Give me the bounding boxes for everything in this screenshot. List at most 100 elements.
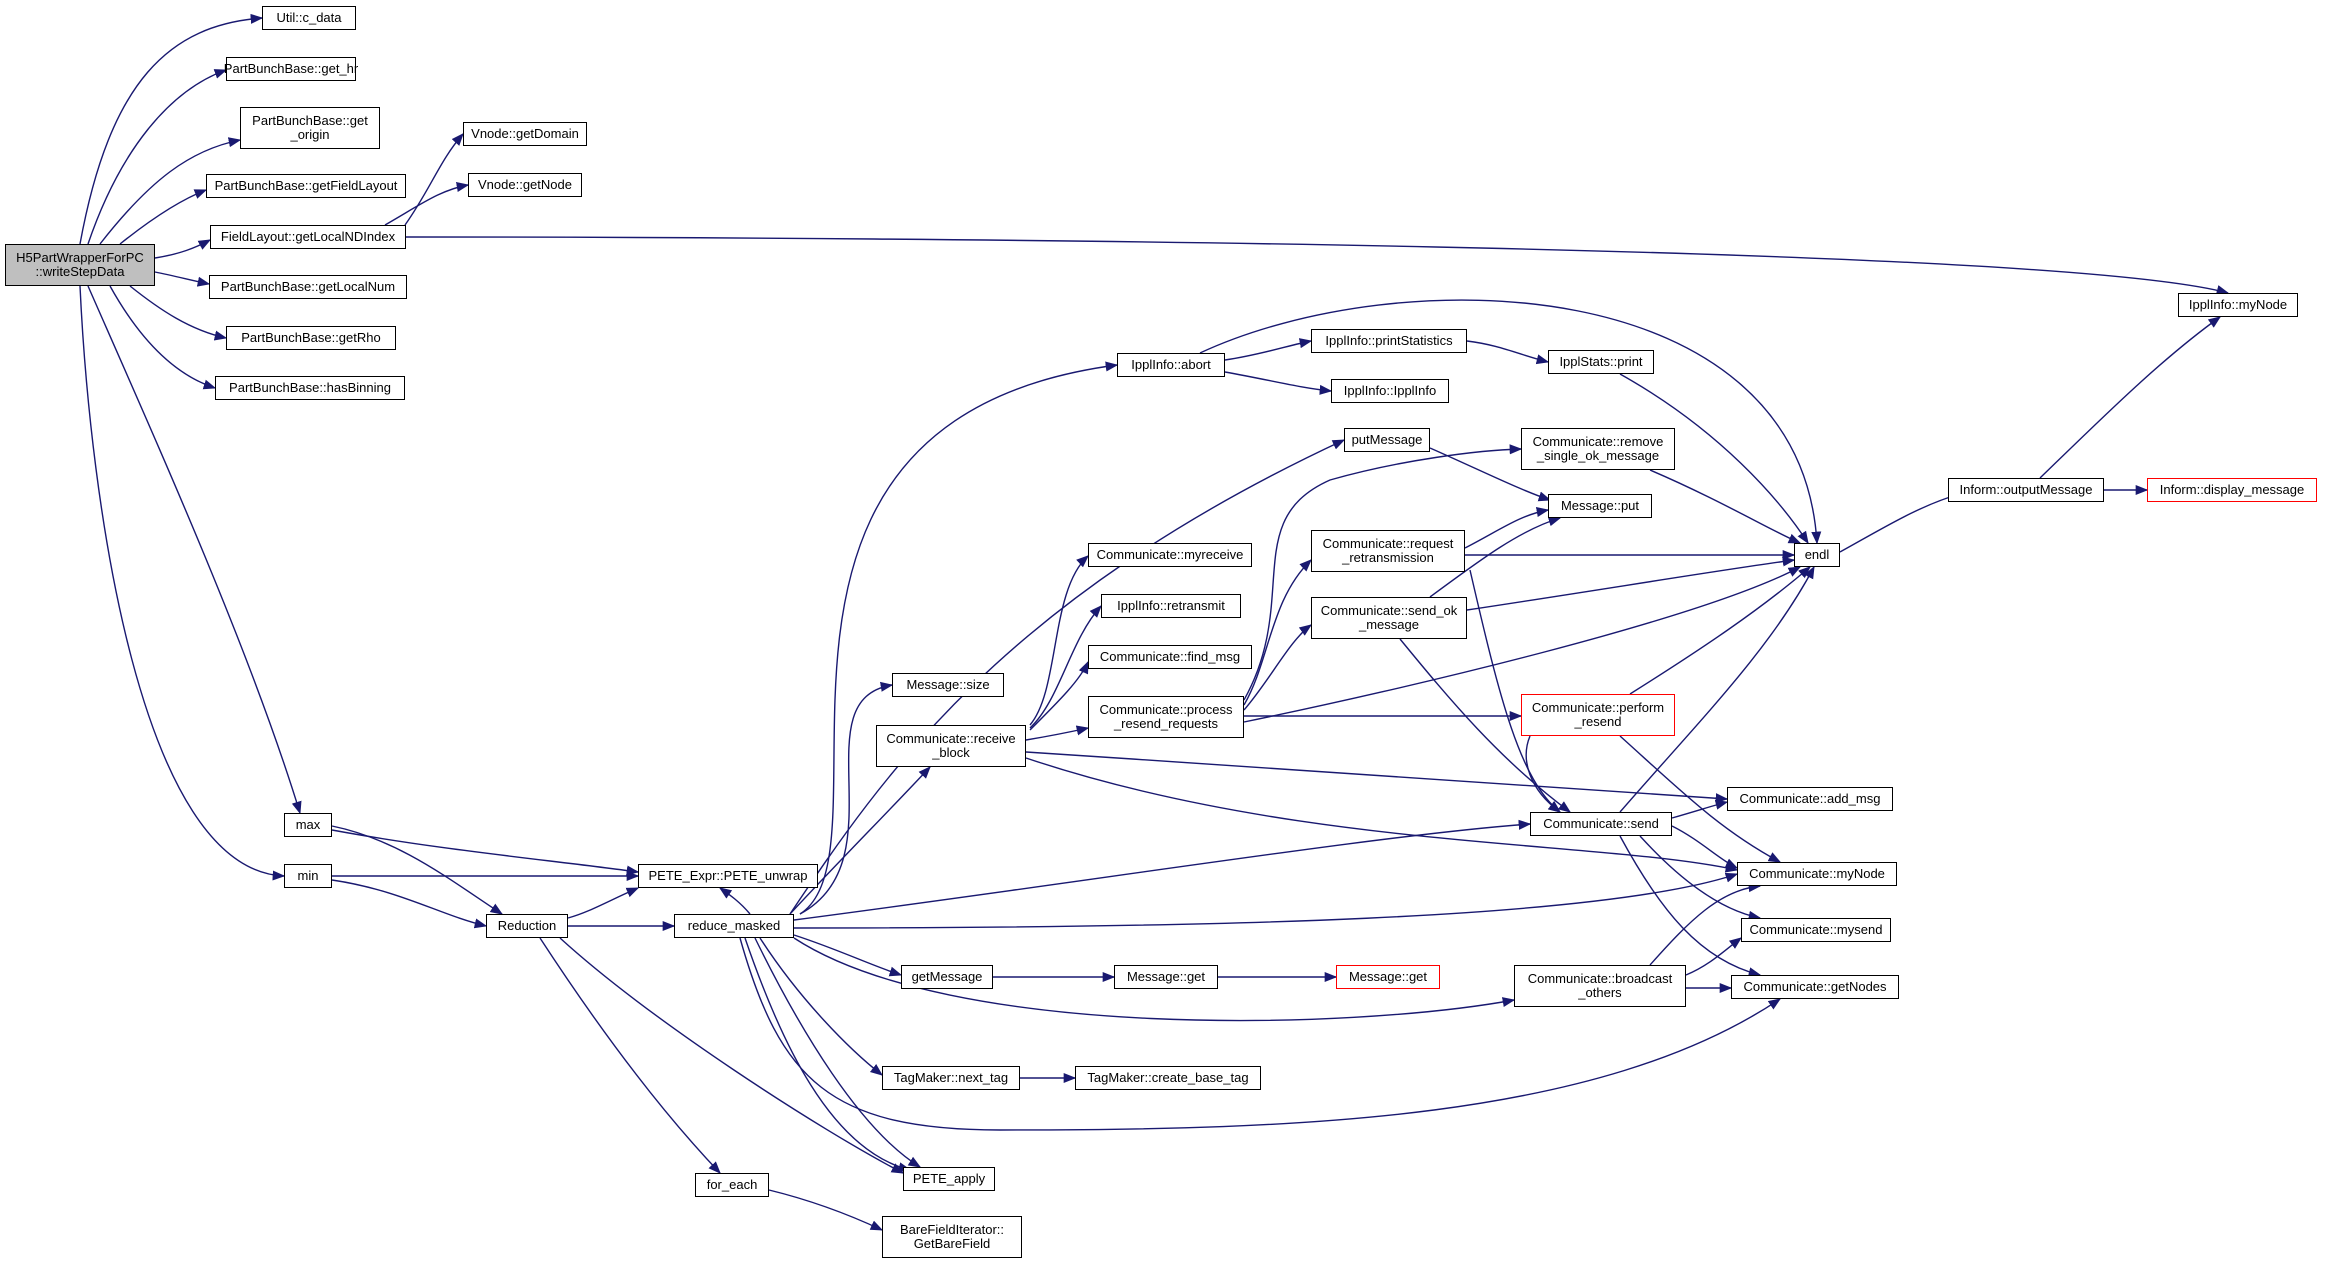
node-send[interactable]: Communicate::send	[1530, 812, 1672, 836]
node-peteapply[interactable]: PETE_apply	[903, 1167, 995, 1191]
node-tagnext[interactable]: TagMaker::next_tag	[882, 1066, 1020, 1090]
node-reducemasked[interactable]: reduce_masked	[674, 914, 794, 938]
node-retransmit[interactable]: IpplInfo::retransmit	[1101, 594, 1241, 618]
node-getnodes[interactable]: Communicate::getNodes	[1731, 975, 1899, 999]
edge-recvblock-to-myreceive	[1029, 555, 1089, 726]
node-msgput[interactable]: Message::put	[1548, 494, 1652, 518]
edge-abort-to-endl	[1199, 299, 1822, 545]
node-max[interactable]: max	[284, 813, 332, 837]
node-processresend[interactable]: Communicate::process _resend_requests	[1088, 696, 1244, 738]
edge-send-to-getnodes	[1619, 835, 1762, 978]
edge-reducemasked-to-getnodes	[739, 937, 1782, 1131]
node-getnode[interactable]: Vnode::getNode	[468, 173, 582, 197]
edge-reducemasked-to-recvblock	[789, 766, 931, 915]
edge-root-to-getorigin	[99, 137, 242, 245]
node-imynode[interactable]: IpplInfo::myNode	[2178, 293, 2298, 317]
node-removesingle[interactable]: Communicate::remove _single_ok_message	[1521, 428, 1675, 470]
edge-reduction-to-foreach	[539, 937, 721, 1174]
node-foreach[interactable]: for_each	[695, 1173, 769, 1197]
node-mysend[interactable]: Communicate::mysend	[1741, 918, 1891, 942]
node-ipplstatsprint[interactable]: IpplStats::print	[1548, 350, 1654, 374]
edge-min-to-reduction	[331, 879, 488, 929]
edge-printstats-to-ipplstatsprint	[1466, 340, 1550, 365]
edge-root-to-getrho	[129, 285, 228, 341]
edge-performresend-to-send	[1525, 735, 1562, 813]
edge-getlocalnd-to-getdomain	[404, 133, 464, 226]
node-getdomain[interactable]: Vnode::getDomain	[463, 122, 587, 146]
node-recvblock[interactable]: Communicate::receive _block	[876, 725, 1026, 767]
node-addmsg[interactable]: Communicate::add_msg	[1727, 787, 1893, 811]
edge-processresend-to-sendok	[1243, 624, 1313, 711]
node-dispmsg[interactable]: Inform::display_message	[2147, 478, 2317, 502]
edge-recvblock-to-cmynode	[1025, 757, 1739, 873]
node-abort[interactable]: IpplInfo::abort	[1117, 353, 1225, 377]
edge-reducemasked-to-bcast	[793, 937, 1516, 1022]
node-msgget2[interactable]: Message::get	[1336, 965, 1440, 989]
edge-bcast-to-cmynode	[1649, 882, 1762, 966]
node-endl[interactable]: endl	[1794, 543, 1840, 567]
node-getlocalnum[interactable]: PartBunchBase::getLocalNum	[209, 275, 407, 299]
node-msgsize[interactable]: Message::size	[892, 673, 1004, 697]
edge-processresend-to-endl	[1243, 566, 1802, 723]
edge-max-to-reduction	[331, 825, 504, 915]
edge-removesingle-to-endl	[1649, 469, 1802, 544]
node-msgget1[interactable]: Message::get	[1114, 965, 1218, 989]
node-bfi[interactable]: BareFieldIterator:: GetBareField	[882, 1216, 1022, 1258]
edge-send-to-mysend	[1639, 835, 1762, 921]
edge-sendok-to-endl	[1466, 556, 1796, 611]
node-findmsg[interactable]: Communicate::find_msg	[1088, 645, 1252, 669]
node-min[interactable]: min	[284, 864, 332, 888]
edge-processresend-to-reqretrans	[1243, 559, 1312, 706]
edge-sendok-to-msgput	[1429, 516, 1562, 598]
node-sendok[interactable]: Communicate::send_ok _message	[1311, 597, 1467, 639]
edge-getlocalnd-to-getnode	[384, 182, 470, 226]
node-cdata[interactable]: Util::c_data	[262, 6, 356, 30]
edge-recvblock-to-processresend	[1025, 725, 1090, 741]
edge-getlocalnd-to-imynode	[405, 236, 2230, 295]
node-outmsg[interactable]: Inform::outputMessage	[1948, 478, 2104, 502]
edge-ipplstatsprint-to-endl	[1619, 373, 1809, 545]
edge-send-to-addmsg	[1671, 799, 1729, 819]
node-printstats[interactable]: IpplInfo::printStatistics	[1311, 329, 1467, 353]
edge-send-to-cmynode	[1671, 825, 1739, 869]
edge-recvblock-to-retransmit	[1029, 605, 1102, 729]
node-myreceive[interactable]: Communicate::myreceive	[1088, 543, 1252, 567]
edge-send-to-endl	[1619, 565, 1815, 813]
edge-abort-to-ipplinfo	[1224, 371, 1333, 395]
node-putmessage[interactable]: putMessage	[1344, 428, 1430, 452]
edge-bcast-to-mysend	[1685, 937, 1743, 976]
node-gethr[interactable]: PartBunchBase::get_hr	[224, 57, 358, 81]
node-hasbinning[interactable]: PartBunchBase::hasBinning	[215, 376, 405, 400]
edge-reducemasked-to-abort	[799, 361, 1119, 915]
node-getlocalnd[interactable]: FieldLayout::getLocalNDIndex	[210, 225, 406, 249]
edge-reducemasked-to-getmessage	[793, 934, 903, 977]
edge-root-to-gethr	[87, 69, 228, 245]
edge-performresend-to-cmynode	[1619, 735, 1782, 863]
node-cmynode[interactable]: Communicate::myNode	[1737, 862, 1897, 886]
node-bcast[interactable]: Communicate::broadcast _others	[1514, 965, 1686, 1007]
node-getorigin[interactable]: PartBunchBase::get _origin	[240, 107, 380, 149]
edge-reducemasked-to-peteunwrap	[718, 887, 751, 915]
node-reduction[interactable]: Reduction	[486, 914, 568, 938]
edge-root-to-hasbinning	[109, 285, 217, 390]
edge-reducemasked-to-send	[793, 819, 1532, 921]
edge-root-to-max	[87, 285, 302, 815]
node-root[interactable]: H5PartWrapperForPC ::writeStepData	[5, 244, 155, 286]
node-ipplinfo[interactable]: IpplInfo::IpplInfo	[1331, 379, 1449, 403]
node-peteunwrap[interactable]: PETE_Expr::PETE_unwrap	[638, 864, 818, 888]
edge-endl-to-outmsg	[1839, 492, 1962, 553]
node-getfieldlayout[interactable]: PartBunchBase::getFieldLayout	[206, 174, 406, 198]
node-getrho[interactable]: PartBunchBase::getRho	[226, 326, 396, 350]
node-tagcreate[interactable]: TagMaker::create_base_tag	[1075, 1066, 1261, 1090]
edge-root-to-getlocalnum	[154, 271, 211, 287]
edge-reduction-to-peteunwrap	[567, 887, 640, 919]
edge-max-to-peteunwrap	[331, 829, 640, 876]
node-performresend[interactable]: Communicate::perform _resend	[1521, 694, 1675, 736]
node-getmessage[interactable]: getMessage	[901, 965, 993, 989]
node-reqretrans[interactable]: Communicate::request _retransmission	[1311, 530, 1465, 572]
edge-recvblock-to-addmsg	[1025, 751, 1729, 804]
edge-processresend-to-removesingle	[1243, 444, 1523, 701]
edge-reducemasked-to-peteapply	[744, 937, 912, 1173]
edge-recvblock-to-findmsg	[1029, 660, 1089, 731]
